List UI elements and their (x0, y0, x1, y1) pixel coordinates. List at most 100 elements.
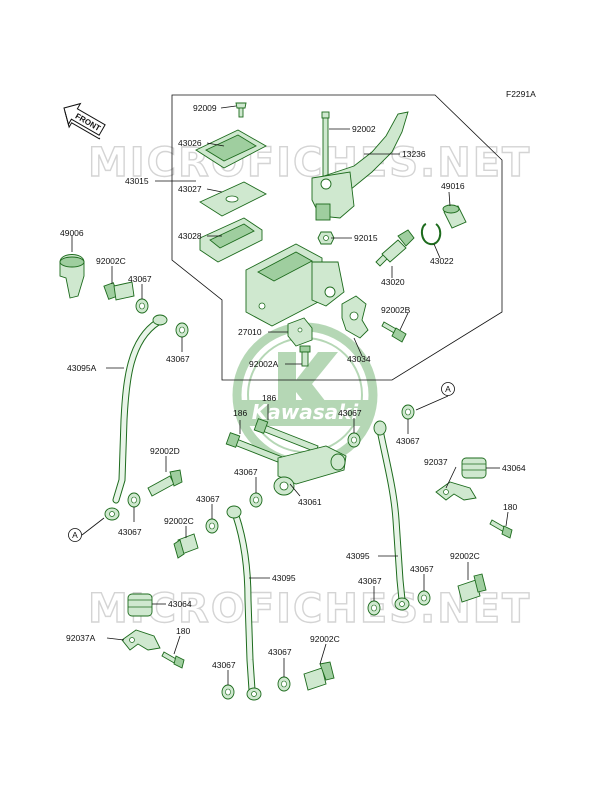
label-92002C-right: 92002C (450, 551, 480, 561)
svg-text:A: A (72, 530, 78, 540)
label-43015: 43015 (125, 176, 149, 186)
label-43020: 43020 (381, 277, 405, 287)
label-92002C-left: 92002C (96, 256, 126, 266)
banjo-bolt-92002C-mid (173, 533, 199, 559)
washer-43067-c (347, 432, 361, 448)
washer-43067-a (135, 298, 149, 314)
label-43095-right: 43095 (346, 551, 370, 561)
bolt-92002D (147, 469, 183, 497)
ref-marker-a-right: A (441, 382, 455, 396)
label-43026: 43026 (178, 138, 202, 148)
label-43067-i: 43067 (410, 564, 434, 574)
label-43067-d: 43067 (396, 436, 420, 446)
piston-assy-43020 (375, 229, 415, 267)
label-92002D: 92002D (150, 446, 180, 456)
clamp-92037A (121, 629, 161, 651)
washer-43067-b (175, 322, 189, 338)
label-180-right: 180 (503, 502, 517, 512)
watermark-text: MICROFICHES.NET (88, 586, 531, 632)
label-43067-c: 43067 (338, 408, 362, 418)
diaphragm-plate-43027 (199, 181, 267, 217)
label-43034: 43034 (347, 354, 371, 364)
dust-boot-49016 (442, 204, 467, 229)
nut-92015 (317, 231, 335, 245)
label-43067-g: 43067 (196, 494, 220, 504)
label-43095A: 43095A (67, 363, 97, 373)
master-cylinder-body (245, 243, 345, 327)
label-92002: 92002 (352, 124, 376, 134)
brake-hose-43095A (104, 314, 168, 521)
holder-43034 (341, 295, 369, 339)
screw-92002A (299, 345, 311, 367)
brake-hose-43095-mid (226, 505, 262, 701)
label-43067-f: 43067 (234, 467, 258, 477)
label-186-a: 186 (233, 408, 247, 418)
leader-lines (71, 105, 509, 685)
label-43067-a: 43067 (128, 274, 152, 284)
figure-code: F2291A (506, 89, 536, 99)
pivot-bolt-92002 (321, 111, 330, 177)
washer-43067-f (249, 492, 263, 508)
svg-text:A: A (445, 384, 451, 394)
label-49016: 49016 (441, 181, 465, 191)
label-180-left: 180 (176, 626, 190, 636)
cap-49006 (59, 254, 85, 299)
label-92002A: 92002A (249, 359, 279, 369)
label-92002B: 92002B (381, 305, 411, 315)
label-92037: 92037 (424, 457, 448, 467)
bolt-92002B (381, 321, 407, 343)
joint-43061 (273, 445, 347, 496)
screw-92009 (235, 102, 247, 118)
label-92009: 92009 (193, 103, 217, 113)
bolt-180-left (161, 651, 185, 669)
bolt-180-right (489, 519, 513, 539)
label-43067-b: 43067 (166, 354, 190, 364)
label-43028: 43028 (178, 231, 202, 241)
watermark-bottom: MICROFICHES.NET (87, 585, 531, 632)
label-43067-e: 43067 (118, 527, 142, 537)
part-labels: 92009 43026 43015 43027 43028 92002 1323… (60, 103, 526, 670)
washer-43067-k (277, 676, 291, 692)
label-49006: 49006 (60, 228, 84, 238)
label-43061: 43061 (298, 497, 322, 507)
watermark-text: MICROFICHES.NET (88, 140, 531, 186)
bolt-186-b (253, 418, 319, 453)
label-43067-h: 43067 (358, 576, 382, 586)
banjo-bolt-92002C-right (457, 573, 487, 603)
logo-text: Kawasaki (252, 400, 360, 424)
reservoir-cap-43026 (195, 129, 267, 169)
label-43067-j: 43067 (212, 660, 236, 670)
brake-hose-43095-right (373, 420, 410, 611)
label-13236: 13236 (402, 149, 426, 159)
label-43067-k: 43067 (268, 647, 292, 657)
diaphragm-43028 (199, 217, 263, 263)
label-43027: 43027 (178, 184, 202, 194)
label-92037A: 92037A (66, 633, 96, 643)
label-186-b: 186 (262, 393, 276, 403)
washer-43067-j (221, 684, 235, 700)
grommet-43064-left (127, 593, 153, 617)
clamp-92037 (435, 481, 477, 501)
label-43064-right: 43064 (502, 463, 526, 473)
label-92015: 92015 (354, 233, 378, 243)
label-43095-mid: 43095 (272, 573, 296, 583)
brake-switch-27010 (287, 317, 313, 347)
front-arrow-icon: FRONT (63, 102, 106, 140)
label-43022: 43022 (430, 256, 454, 266)
banjo-bolt-92002C-left (103, 281, 135, 301)
circlip-43022 (420, 223, 442, 246)
watermark-top: MICROFICHES.NET (87, 139, 531, 186)
ref-marker-a-left: A (68, 528, 82, 542)
washer-43067-h (367, 600, 381, 616)
bolt-186-a (225, 432, 291, 467)
label-43064-left: 43064 (168, 599, 192, 609)
washer-43067-g (205, 518, 219, 534)
label-92002C-bottom: 92002C (310, 634, 340, 644)
washer-43067-e (127, 492, 141, 508)
banjo-bolt-92002C-bottom (303, 661, 335, 691)
label-27010: 27010 (238, 327, 262, 337)
grommet-43064-right (461, 457, 487, 479)
assembly-outline (171, 94, 503, 381)
washer-43067-d (401, 404, 415, 420)
